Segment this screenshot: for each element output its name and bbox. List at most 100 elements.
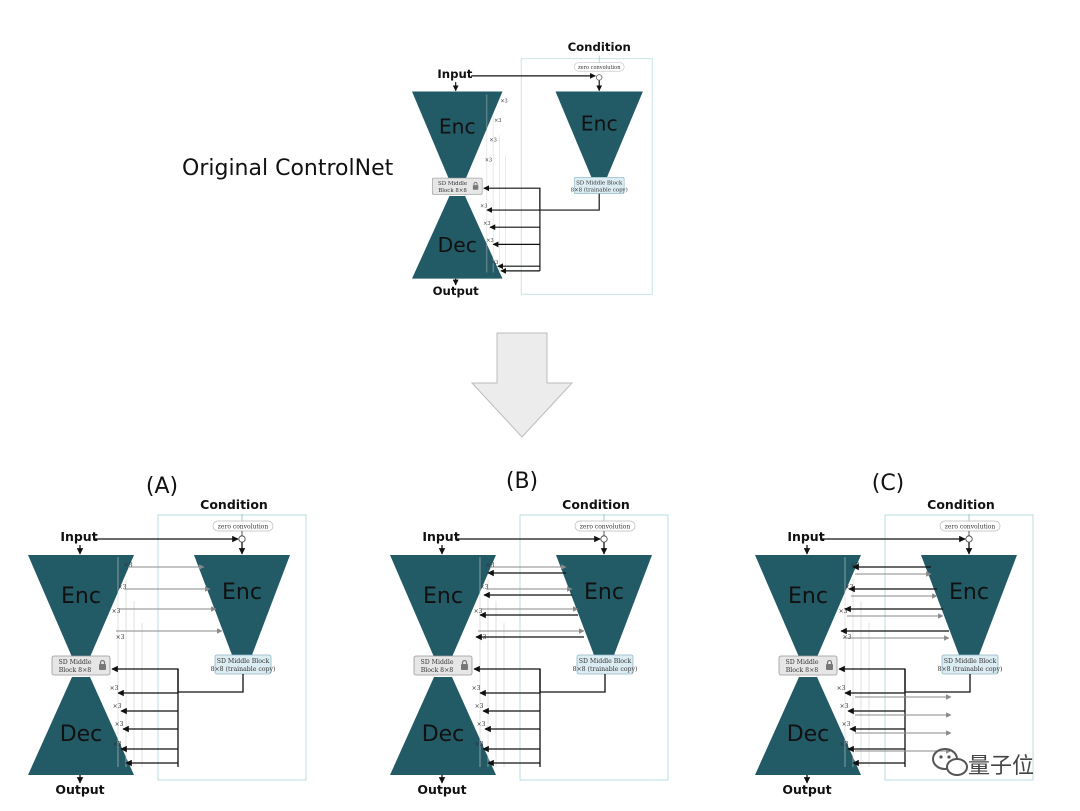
- zero-conv-box: [939, 520, 1001, 532]
- control-enc-label: Enc: [584, 580, 624, 605]
- times3-label: ×3: [500, 98, 507, 104]
- output-label: Output: [433, 284, 480, 298]
- input-label: Input: [422, 529, 459, 544]
- times3-label: ×3: [491, 260, 498, 266]
- lock-icon-shackle: [826, 659, 833, 664]
- sum-node-icon: [238, 535, 246, 543]
- control-middle-label-2: 8×8 (trainable copy): [573, 666, 638, 673]
- control-enc-label: Enc: [581, 111, 618, 135]
- output-label: Output: [417, 782, 466, 797]
- output-label: Output: [55, 782, 104, 797]
- sd-middle-block: [431, 177, 483, 195]
- times3-label: ×3: [472, 685, 481, 692]
- control-branch-box: [519, 514, 669, 781]
- lock-icon-body: [99, 664, 106, 670]
- locked-encoder: [412, 91, 503, 181]
- sum-node-icon: [600, 535, 608, 543]
- control-middle-label-2: 8×8 (trainable copy): [571, 186, 628, 193]
- times3-label: ×3: [115, 721, 124, 728]
- times3-label: ×3: [124, 562, 133, 569]
- locked-dec-label: Dec: [422, 722, 465, 747]
- panel-label-b: (B): [506, 469, 538, 494]
- control-encoder: [556, 555, 652, 655]
- panel-label-a: (A): [146, 474, 178, 499]
- condition-label: Condition: [200, 497, 268, 512]
- locked-dec-label: Dec: [438, 233, 477, 257]
- control-encoder: [555, 91, 643, 178]
- locked-enc-label: Enc: [423, 584, 463, 609]
- zero-conv-box: [574, 520, 636, 532]
- control-encoder: [194, 555, 290, 655]
- lock-icon: [826, 659, 833, 670]
- control-middle-label-1: SD Middle Block: [217, 658, 270, 665]
- sd-middle-block: [778, 655, 838, 676]
- wechat-icon: [932, 748, 968, 776]
- control-branch-box: [520, 58, 653, 295]
- times3-label: ×3: [118, 584, 127, 591]
- times3-label: ×3: [486, 238, 493, 244]
- control-middle-label-2: 8×8 (trainable copy): [938, 666, 1003, 673]
- sd-middle-block: [51, 655, 111, 676]
- times3-label: ×3: [480, 204, 487, 210]
- locked-dec-label: Dec: [787, 722, 830, 747]
- times3-label: ×3: [110, 685, 119, 692]
- panel-label-c: (C): [872, 471, 905, 496]
- locked-encoder: [755, 555, 861, 657]
- sd-middle-label-1: SD Middle: [58, 659, 91, 666]
- sd-middle-label-2: Block 8×8: [438, 188, 467, 194]
- locked-enc-label: Enc: [61, 584, 101, 609]
- times3-label: ×3: [113, 741, 122, 748]
- locked-decoder: [390, 677, 496, 775]
- lock-icon: [472, 181, 479, 190]
- input-label: Input: [787, 529, 824, 544]
- original-title: Original ControlNet: [182, 156, 394, 181]
- sum-node-icon: [965, 535, 973, 543]
- input-label: Input: [60, 529, 97, 544]
- sd-middle-label-1: SD Middle: [785, 659, 818, 666]
- sd-middle-label-1: SD Middle: [420, 659, 453, 666]
- zero-conv-label: zero convolution: [218, 524, 269, 531]
- zero-conv-box: [212, 520, 274, 532]
- sum-node-icon: [596, 74, 603, 81]
- times3-label: ×3: [839, 608, 848, 615]
- zero-conv-label: zero convolution: [945, 524, 996, 531]
- times3-label: ×3: [845, 584, 854, 591]
- lock-icon-body: [461, 664, 468, 670]
- times3-label: ×3: [489, 137, 496, 143]
- times3-label: ×3: [474, 608, 483, 615]
- times3-label: ×3: [494, 118, 501, 124]
- times3-label: ×3: [851, 562, 860, 569]
- control-enc-label: Enc: [949, 580, 989, 605]
- times3-label: ×3: [485, 158, 492, 164]
- sd-middle-block: [413, 655, 473, 676]
- lock-icon-body: [826, 664, 833, 670]
- control-enc-label: Enc: [222, 580, 262, 605]
- lock-icon: [461, 659, 468, 670]
- times3-label: ×3: [842, 721, 851, 728]
- locked-enc-label: Enc: [439, 115, 476, 139]
- times3-label: ×3: [475, 741, 484, 748]
- times3-label: ×3: [486, 562, 495, 569]
- times3-label: ×3: [477, 721, 486, 728]
- zero-conv-box: [573, 62, 625, 72]
- times3-label: ×3: [840, 741, 849, 748]
- zero-conv-label: zero convolution: [580, 524, 631, 531]
- sd-middle-label-2: Block 8×8: [786, 667, 819, 674]
- control-middle-label-1: SD Middle Block: [579, 658, 632, 665]
- control-branch-box: [884, 514, 1034, 781]
- sd-middle-label-2: Block 8×8: [59, 667, 92, 674]
- condition-label: Condition: [568, 40, 631, 54]
- times3-label: ×3: [113, 703, 122, 710]
- times3-label: ×3: [480, 584, 489, 591]
- control-encoder: [921, 555, 1017, 655]
- times3-label: ×3: [483, 221, 490, 227]
- zero-conv-label: zero convolution: [578, 65, 621, 71]
- lock-icon: [99, 659, 106, 670]
- locked-encoder: [28, 555, 134, 657]
- sd-middle-label-1: SD Middle: [438, 181, 467, 187]
